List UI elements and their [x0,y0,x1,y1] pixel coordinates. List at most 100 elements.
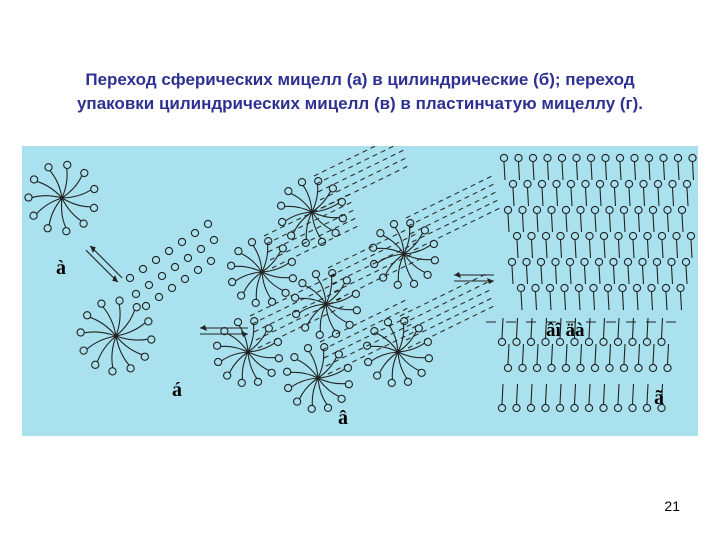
surfactant-molecule-icon [560,283,569,311]
surfactant-molecule-icon [566,179,576,207]
cylinder-dash-line [405,297,493,341]
surfactant-molecule-icon [585,231,594,259]
label-g: ã [654,387,664,409]
surfactant-molecule-icon [632,283,642,311]
cylinder-dash-line [331,241,419,285]
surfactant-molecule-icon [551,257,560,285]
surfactant-molecule-icon [555,317,565,347]
surfactant-molecule-icon [653,179,663,207]
surfactant-molecule-icon [663,343,672,373]
surfactant-molecule-icon [499,153,509,181]
cylinder-dash-line [267,209,355,253]
surfactant-molecule-icon [613,317,623,347]
surfactant-molecule-icon [537,179,547,207]
surfactant-molecule-icon [628,317,637,347]
surfactant-molecule-icon [628,231,638,259]
surfactant-molecule-icon [565,257,575,285]
surfactant-molecule-icon [599,231,609,259]
cylinder-dash-line [409,191,497,235]
label-a: à [56,257,66,279]
cylinder-dash-line [319,299,407,343]
surfactant-molecule-icon [642,317,652,347]
label-b: á [172,379,182,401]
surfactant-molecule-icon [584,383,594,413]
surfactant-molecule-icon [639,179,648,207]
micelle-icon [282,342,354,414]
micelle-icon [362,316,434,388]
cylinder-dash-line [333,249,421,293]
surfactant-molecule-icon [648,343,658,373]
surfactant-molecule-icon [657,383,666,413]
surfactant-molecule-icon [526,317,536,347]
cylinder-heads-row [141,256,216,311]
surfactant-molecule-icon [555,383,565,413]
micelle-diagram-svg: à á â ã âî äà [22,133,698,436]
surfactant-molecule-icon [659,153,668,181]
cylinder-dash-line [313,133,401,177]
surfactant-molecule-icon [518,205,527,233]
surfactant-molecule-icon [543,153,552,181]
surfactant-molecule-icon [528,153,538,181]
cylinder-dash-line [269,217,357,261]
surfactant-molecule-icon [531,283,540,311]
surfactant-molecule-icon [652,257,662,285]
cylinder-dash-line [405,175,493,219]
cylinder-dash-line [399,273,487,317]
slide-title: Переход сферических мицелл (а) в цилиндр… [10,68,710,116]
surfactant-molecule-icon [503,343,513,373]
surfactant-molecule-icon [628,383,637,413]
surfactant-molecule-icon [570,383,579,413]
surfactant-molecule-icon [642,383,652,413]
cylinder-dash-line [271,225,359,269]
cylinder-heads-row [125,219,213,283]
cylinder-dash-line [411,199,499,243]
surfactant-molecule-icon [532,343,542,373]
surfactant-molecule-icon [518,343,527,373]
surfactant-molecule-icon [686,231,696,259]
surfactant-molecule-icon [586,153,596,181]
surfactant-molecule-icon [657,231,667,259]
surfactant-molecule-icon [595,179,605,207]
surfactant-molecule-icon [497,383,507,413]
surfactant-molecule-icon [615,153,625,181]
surfactant-molecule-icon [682,179,692,207]
surfactant-molecule-icon [667,257,676,285]
surfactant-molecule-icon [552,179,561,207]
micelle-icon [24,160,99,236]
surfactant-molecule-icon [688,153,697,181]
title-line-2: упаковки цилиндрических мицелл (в) в пла… [76,94,644,113]
cylinder-dash-line [329,233,417,277]
micelle-icon [368,218,440,290]
surfactant-molecule-icon [610,179,619,207]
surfactant-molecule-icon [657,317,666,347]
cylinder-dash-line [321,165,409,209]
surfactant-molecule-icon [599,317,608,347]
surfactant-molecule-icon [681,257,691,285]
surfactant-molecule-icon [663,205,672,233]
cylinder-dash-line [255,297,343,341]
surfactant-molecule-icon [676,283,685,311]
surfactant-molecule-icon [547,205,556,233]
surfactant-molecule-icon [619,343,629,373]
micelle-icon [76,296,156,376]
surfactant-molecule-icon [618,283,627,311]
cylinder-dash-line [335,257,423,301]
cylinder-dash-line [315,141,403,185]
surfactant-molecule-icon [619,205,629,233]
page-number: 21 [664,498,680,514]
surfactant-molecule-icon [613,383,623,413]
cylinder-dash-line [319,157,407,201]
surfactant-molecule-icon [570,231,580,259]
surfactant-molecule-icon [643,231,652,259]
surfactant-molecule-icon [630,153,639,181]
surfactant-molecule-icon [526,383,536,413]
surfactant-molecule-icon [590,343,600,373]
double-arrow-icon [85,245,123,283]
surfactant-molecule-icon [584,317,594,347]
surfactant-molecule-icon [536,257,546,285]
surfactant-molecule-icon [512,383,521,413]
surfactant-molecule-icon [556,231,565,259]
surfactant-molecule-icon [605,205,614,233]
surfactant-molecule-icon [522,257,531,285]
surfactant-molecule-icon [572,153,581,181]
